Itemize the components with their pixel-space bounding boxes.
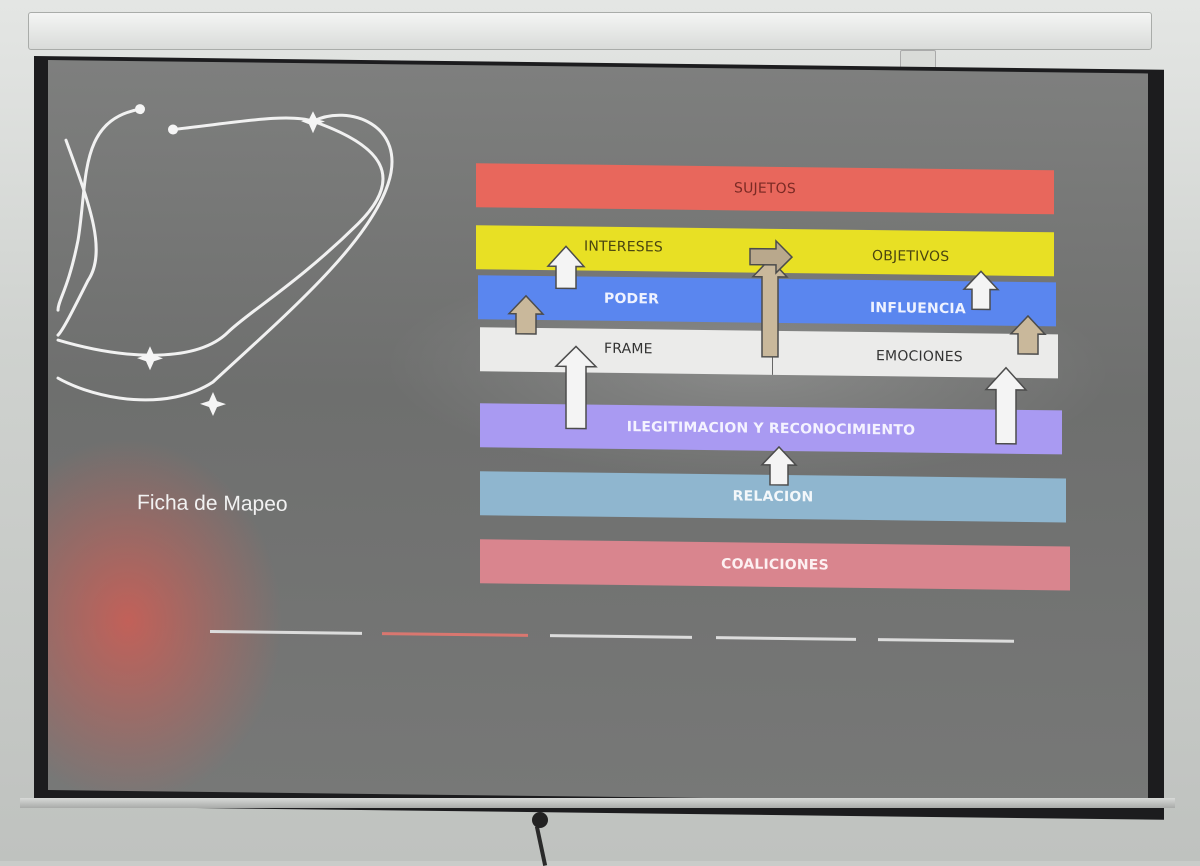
arrow-up-icon: [507, 294, 545, 335]
decorative-curve-graphic: [56, 104, 394, 417]
microphone-icon: [532, 812, 548, 828]
arrow-up-icon: [554, 345, 598, 430]
projector-screen-casing: [28, 12, 1152, 50]
arrow-up-icon: [751, 257, 789, 358]
arrow-right-icon: [749, 239, 794, 275]
arrow-up-icon: [1009, 314, 1047, 355]
arrow-up-icon: [546, 245, 586, 290]
screen-bottom-bar: [20, 798, 1175, 808]
arrow-overlay: [507, 239, 1047, 486]
arrow-up-icon: [962, 270, 1000, 311]
projected-slide: Ficha de Mapeo SUJETOS INTERESES OBJETIV…: [48, 60, 1148, 804]
arrow-up-icon: [984, 366, 1028, 445]
arrow-up-icon: [760, 445, 798, 486]
